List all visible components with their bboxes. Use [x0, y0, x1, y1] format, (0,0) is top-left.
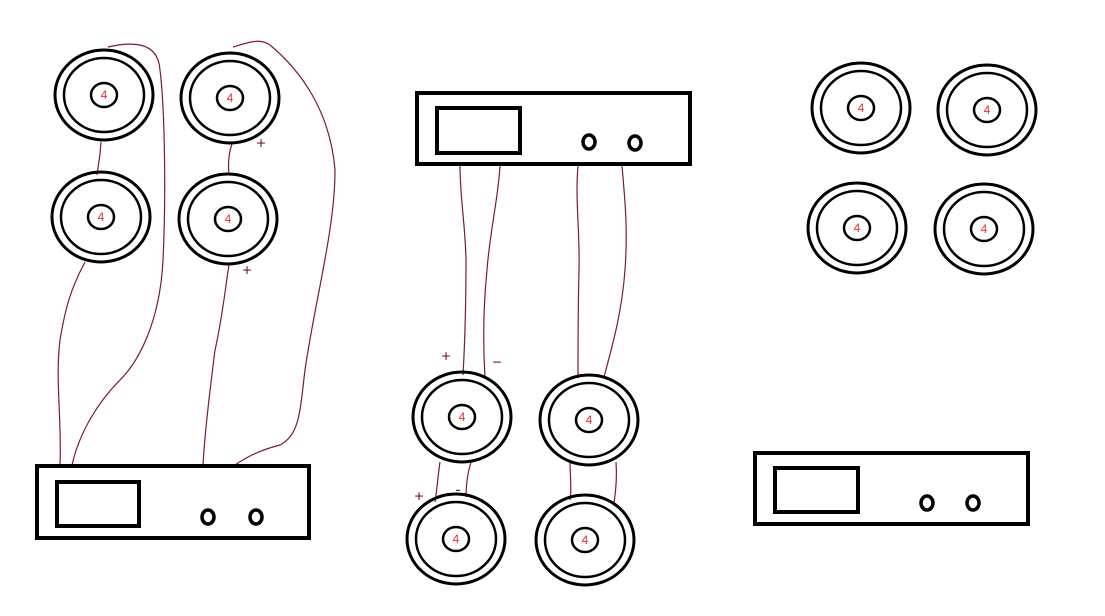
speaker-cone-cap [969, 215, 999, 243]
amp-knob [965, 494, 981, 512]
wire [613, 461, 617, 504]
wire [71, 43, 166, 466]
impedance-label: 4 [984, 103, 991, 117]
amp-knob [200, 508, 216, 526]
minus-mark: - [455, 482, 460, 499]
speakers: 4 4 4 4 4 4 4 4 4 4 4 4 [50, 48, 1038, 587]
impedance-label: 4 [586, 413, 593, 427]
speaker-cone-cap [441, 525, 471, 553]
speaker-cone-cap [574, 406, 604, 434]
wire [202, 264, 230, 466]
polarity-marks: + + + − + - [242, 136, 501, 506]
impedance-label: 4 [582, 533, 589, 547]
wire [459, 163, 467, 376]
amp-knob [581, 133, 597, 151]
speaker: 4 [405, 492, 507, 586]
speaker-cone-cap [846, 94, 876, 122]
impedance-label: 4 [98, 210, 105, 224]
speaker: 4 [936, 63, 1038, 157]
wire [576, 165, 580, 379]
speaker-cone-cap [215, 84, 245, 112]
speaker-cone-cap [842, 214, 872, 242]
amplifier-right [753, 451, 1030, 526]
amp-display [773, 466, 860, 514]
plus-mark: + [414, 489, 423, 506]
wire [569, 461, 572, 501]
wire [483, 165, 501, 379]
wire [465, 461, 472, 498]
amp-display [435, 106, 522, 155]
impedance-label: 4 [981, 222, 988, 236]
wire [227, 143, 233, 176]
impedance-label: 4 [854, 221, 861, 235]
plus-mark: + [256, 136, 265, 153]
amp-knob [248, 508, 264, 526]
speaker-cone-cap [86, 203, 116, 231]
wires [57, 40, 627, 504]
impedance-label: 4 [858, 101, 865, 115]
speaker-cone-cap [447, 403, 477, 431]
plus-mark: + [242, 263, 251, 280]
speaker: 4 [50, 170, 152, 264]
wire [232, 40, 336, 466]
amp-knob [919, 494, 935, 512]
speaker: 4 [534, 493, 636, 587]
amplifier-middle [415, 91, 692, 166]
speaker: 4 [53, 48, 155, 142]
speaker-cone-cap [570, 526, 600, 554]
minus-mark: − [492, 355, 501, 372]
speaker: 4 [806, 181, 908, 275]
amplifier-left [35, 464, 311, 540]
impedance-label: 4 [225, 212, 232, 226]
speaker: 4 [933, 182, 1035, 276]
impedance-label: 4 [227, 91, 234, 105]
speaker-cone-cap [972, 96, 1002, 124]
impedance-label: 4 [101, 88, 108, 102]
wire [96, 141, 102, 176]
amp-knob [627, 134, 643, 152]
speaker-cone-cap [89, 81, 119, 109]
wire [57, 261, 86, 466]
speaker: 4 [177, 172, 279, 266]
impedance-label: 4 [459, 410, 466, 424]
impedance-label: 4 [453, 532, 460, 546]
speaker: 4 [411, 370, 513, 464]
wire [603, 165, 627, 378]
speaker-cone-cap [213, 205, 243, 233]
amp-display [55, 480, 141, 528]
speaker: 4 [179, 51, 281, 145]
plus-mark: + [441, 349, 450, 366]
speaker: 4 [538, 373, 640, 467]
speaker: 4 [810, 61, 912, 155]
